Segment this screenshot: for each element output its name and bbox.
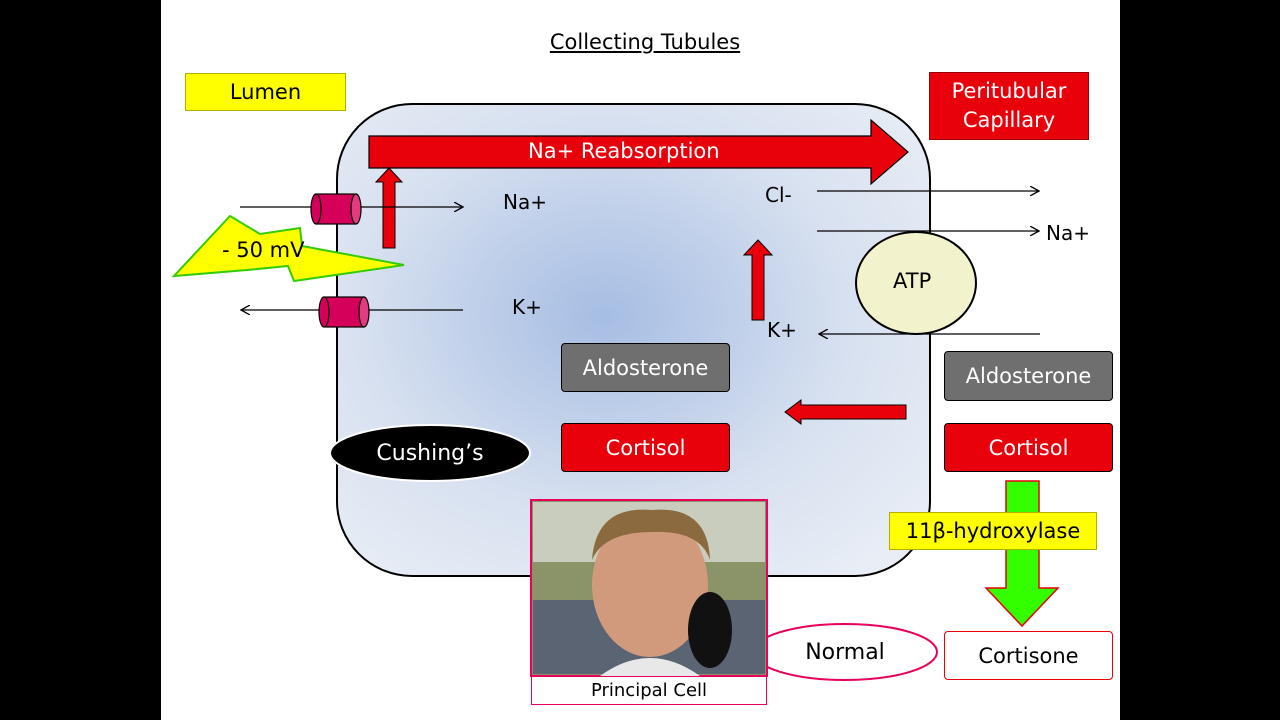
cortisol-cell-box: Cortisol — [561, 423, 730, 472]
na-apical-ion: Na+ — [503, 190, 547, 214]
na-reabsorption-arrow — [368, 118, 909, 186]
k-basolateral-ion: K+ — [767, 318, 797, 342]
atp-pump — [855, 231, 977, 335]
cortisol-blood-box: Cortisol — [944, 423, 1113, 472]
k-apical-ion: K+ — [512, 295, 542, 319]
k-channel-icon — [318, 296, 370, 328]
na-basolateral-ion: Na+ — [1046, 221, 1090, 245]
cortisol-entry-arrow — [784, 399, 907, 425]
lumen-label: Lumen — [185, 73, 346, 111]
cl-basolateral-ion: Cl- — [765, 183, 792, 207]
aldosterone-blood-box: Aldosterone — [944, 351, 1113, 401]
cushings-label: Cushing’s — [376, 440, 484, 466]
normal-label: Normal — [805, 639, 885, 665]
cortisone-box: Cortisone — [944, 631, 1113, 680]
principal-cell-photo — [530, 499, 768, 677]
photo-caption: Principal Cell — [531, 676, 767, 705]
na-reabsorption-label: Na+ Reabsorption — [528, 139, 720, 163]
na-channel-icon — [310, 193, 362, 225]
up-arrow-apical — [374, 167, 404, 249]
atp-label: ATP — [893, 269, 932, 293]
up-arrow-basolateral — [742, 239, 774, 321]
enzyme-label: 11β-hydroxylase — [889, 512, 1097, 550]
voltage-lightning-bolt — [171, 214, 405, 283]
page-title: Collecting Tubules — [549, 30, 741, 54]
cushings-oval — [329, 424, 531, 482]
capillary-label: Peritubular Capillary — [929, 72, 1089, 140]
conversion-arrow — [984, 480, 1060, 628]
aldosterone-cell-box: Aldosterone — [561, 343, 730, 392]
voltage-label: - 50 mV — [222, 238, 305, 262]
